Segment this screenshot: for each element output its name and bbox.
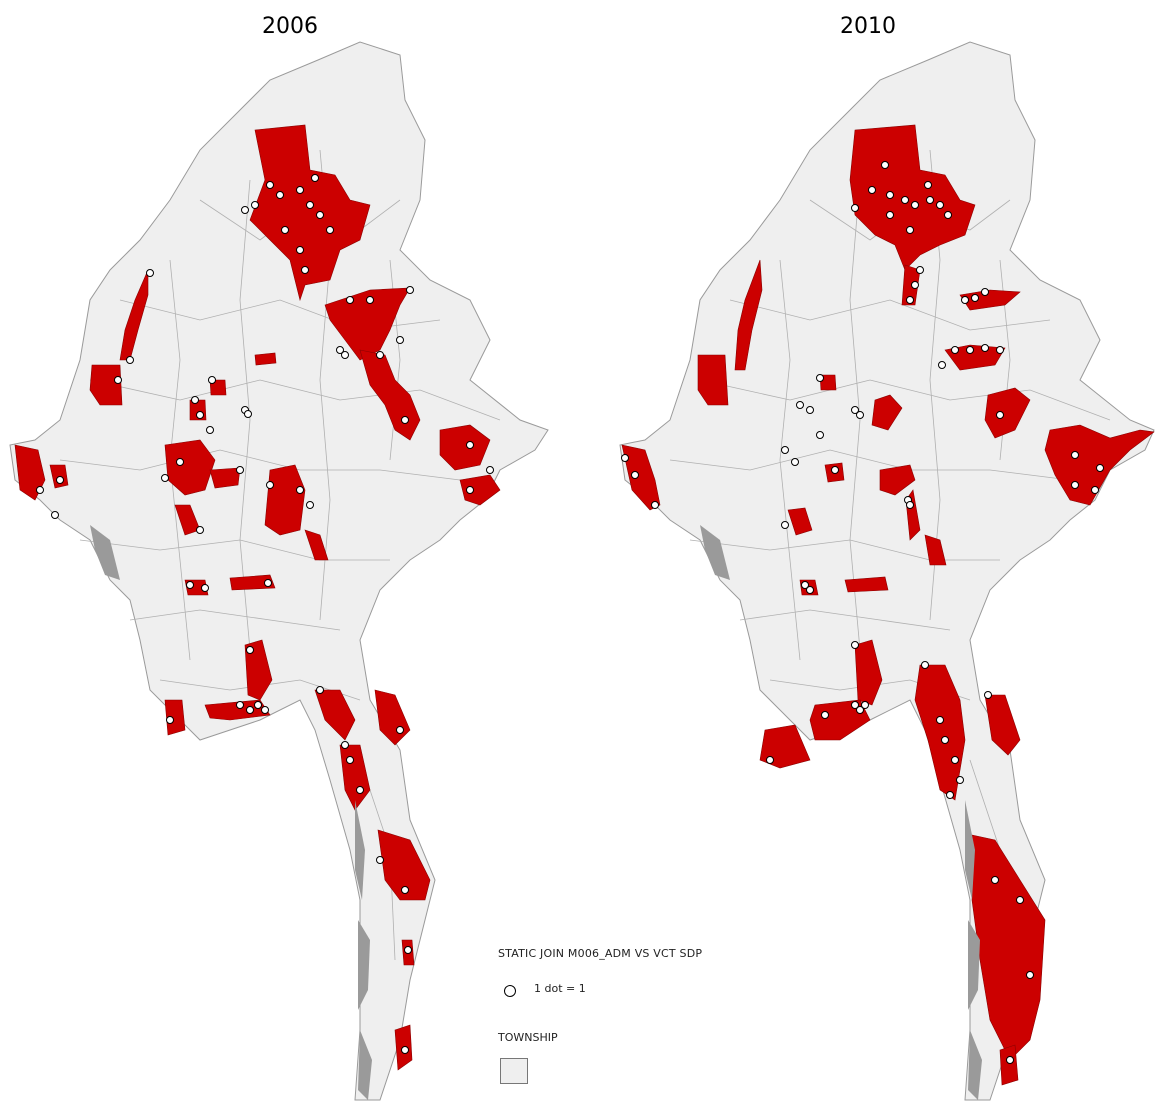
legend-dot-label: 1 dot = 1 <box>534 982 586 995</box>
map-title-2006: 2006 <box>262 14 318 39</box>
coastline-islands <box>90 525 372 1100</box>
vct-sdp-dots <box>36 174 494 1054</box>
dot-symbol-icon <box>504 985 516 997</box>
legend-title: STATIC JOIN M006_ADM VS VCT SDP <box>498 947 703 960</box>
coastline-islands <box>700 525 982 1100</box>
map-2010 <box>619 41 1155 1101</box>
map-title-2010: 2010 <box>840 14 896 39</box>
map-2006 <box>9 41 549 1101</box>
map-legend: STATIC JOIN M006_ADM VS VCT SDP 1 dot = … <box>486 935 826 1105</box>
vct-sdp-dots <box>621 161 1104 1064</box>
township-swatch <box>500 1058 528 1084</box>
legend-township-label: TOWNSHIP <box>498 1031 558 1044</box>
